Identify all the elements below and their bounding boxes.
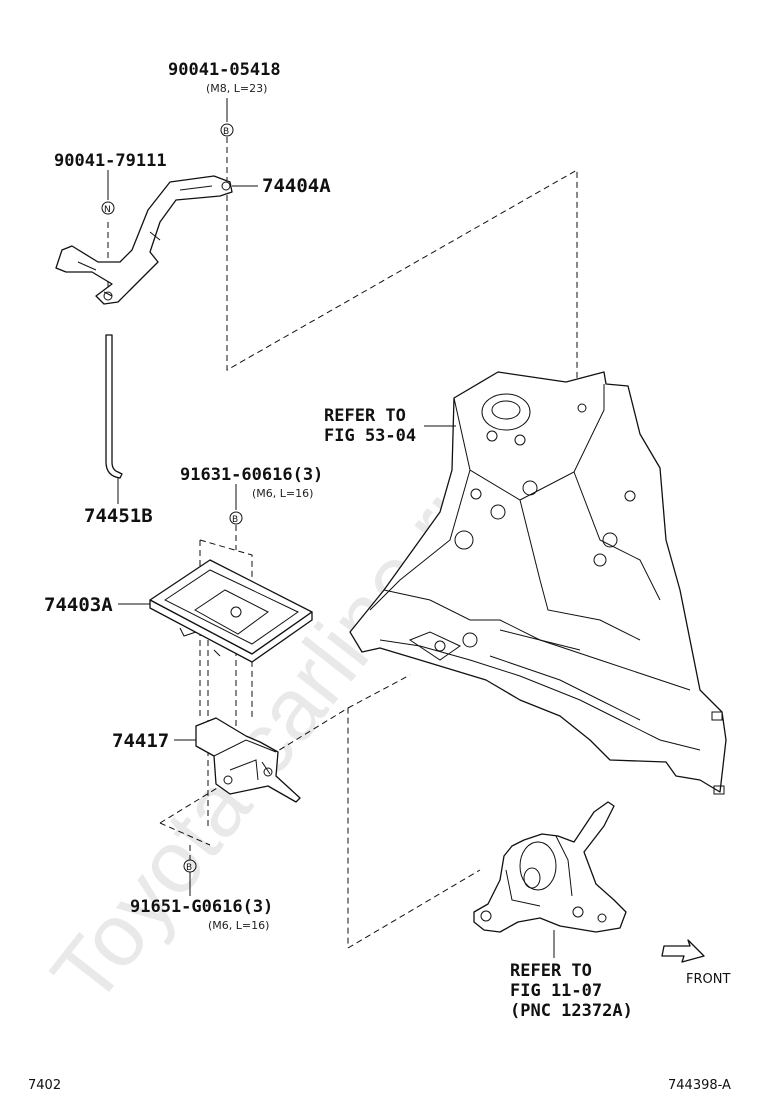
front-label: FRONT [686,972,730,987]
reference-mount[interactable]: REFER TO FIG 11-07 (PNC 12372A) [510,930,633,1021]
hold-down-rod [105,334,123,479]
part-number-74451B: 74451B [84,505,153,527]
marker-b: B [232,515,238,525]
part-number-90041-79111: 90041-79111 [54,151,167,171]
callout-bolt-bottom[interactable]: B 91651-G0616(3) (M6, L=16) [130,859,273,932]
battery-clamp [55,175,233,305]
callout-rod[interactable]: 74451B [84,478,153,527]
callout-clamp[interactable]: 74404A [232,175,331,197]
battery-bracket [195,717,301,803]
front-arrow-icon [661,939,705,963]
reference-body-line2: FIG 53-04 [324,426,416,446]
bolt-spec: (M6, L=16) [252,487,313,500]
callout-tray[interactable]: 74403A [44,594,150,616]
footer-illustration-id: 744398-A [668,1078,731,1093]
footer-figure-number: 7402 [28,1078,61,1093]
part-number-91651-G0616: 91651-G0616(3) [130,897,273,917]
reference-body[interactable]: REFER TO FIG 53-04 [324,406,456,446]
body-apron-structure [349,371,727,795]
callout-bolt-left[interactable]: 90041-79111 N [54,151,167,215]
engine-mount [473,801,627,933]
callout-bracket[interactable]: 74417 [112,730,196,752]
part-number-91631-60616: 91631-60616(3) [180,465,323,485]
part-number-74404A: 74404A [262,175,331,197]
battery-tray [149,559,313,663]
callout-bolt-tray[interactable]: 91631-60616(3) (M6, L=16) B [180,465,323,525]
front-direction: FRONT [661,939,730,987]
part-number-74417: 74417 [112,730,169,752]
bolt-spec: (M8, L=23) [206,82,267,95]
part-number-90041-05418: 90041-05418 [168,60,281,80]
callout-bolt-top[interactable]: 90041-05418 (M8, L=23) B [168,60,281,180]
reference-mount-line2: FIG 11-07 [510,981,602,1001]
part-number-74403A: 74403A [44,594,113,616]
marker-b: B [223,127,229,137]
reference-mount-line1: REFER TO [510,961,592,981]
reference-body-line1: REFER TO [324,406,406,426]
marker-n: N [104,205,111,215]
reference-mount-line3: (PNC 12372A) [510,1001,633,1021]
marker-b: B [186,863,192,873]
bolt-spec: (M6, L=16) [208,919,269,932]
